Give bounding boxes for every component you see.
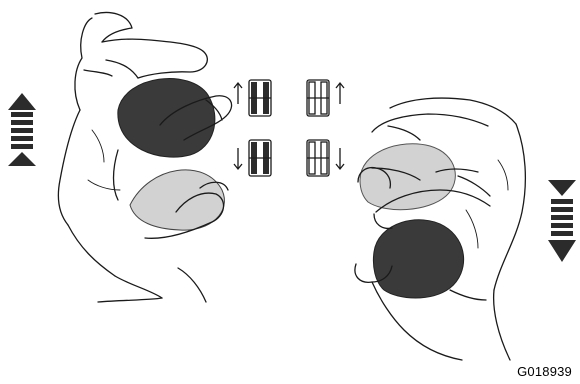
light-knob-left xyxy=(130,170,224,230)
right-hand-icon xyxy=(355,98,525,360)
left-up-arrow-icon xyxy=(8,93,36,166)
light-knob-right xyxy=(360,144,455,210)
roller-down-right-icon xyxy=(307,140,344,176)
roller-down-left-icon xyxy=(234,140,271,176)
dark-knob-right xyxy=(373,220,463,298)
figure-code: G018939 xyxy=(517,364,572,379)
left-hand-icon xyxy=(58,13,231,302)
right-down-arrow-icon xyxy=(548,180,576,262)
roller-up-left-icon xyxy=(234,80,271,116)
roller-up-right-icon xyxy=(307,80,344,116)
